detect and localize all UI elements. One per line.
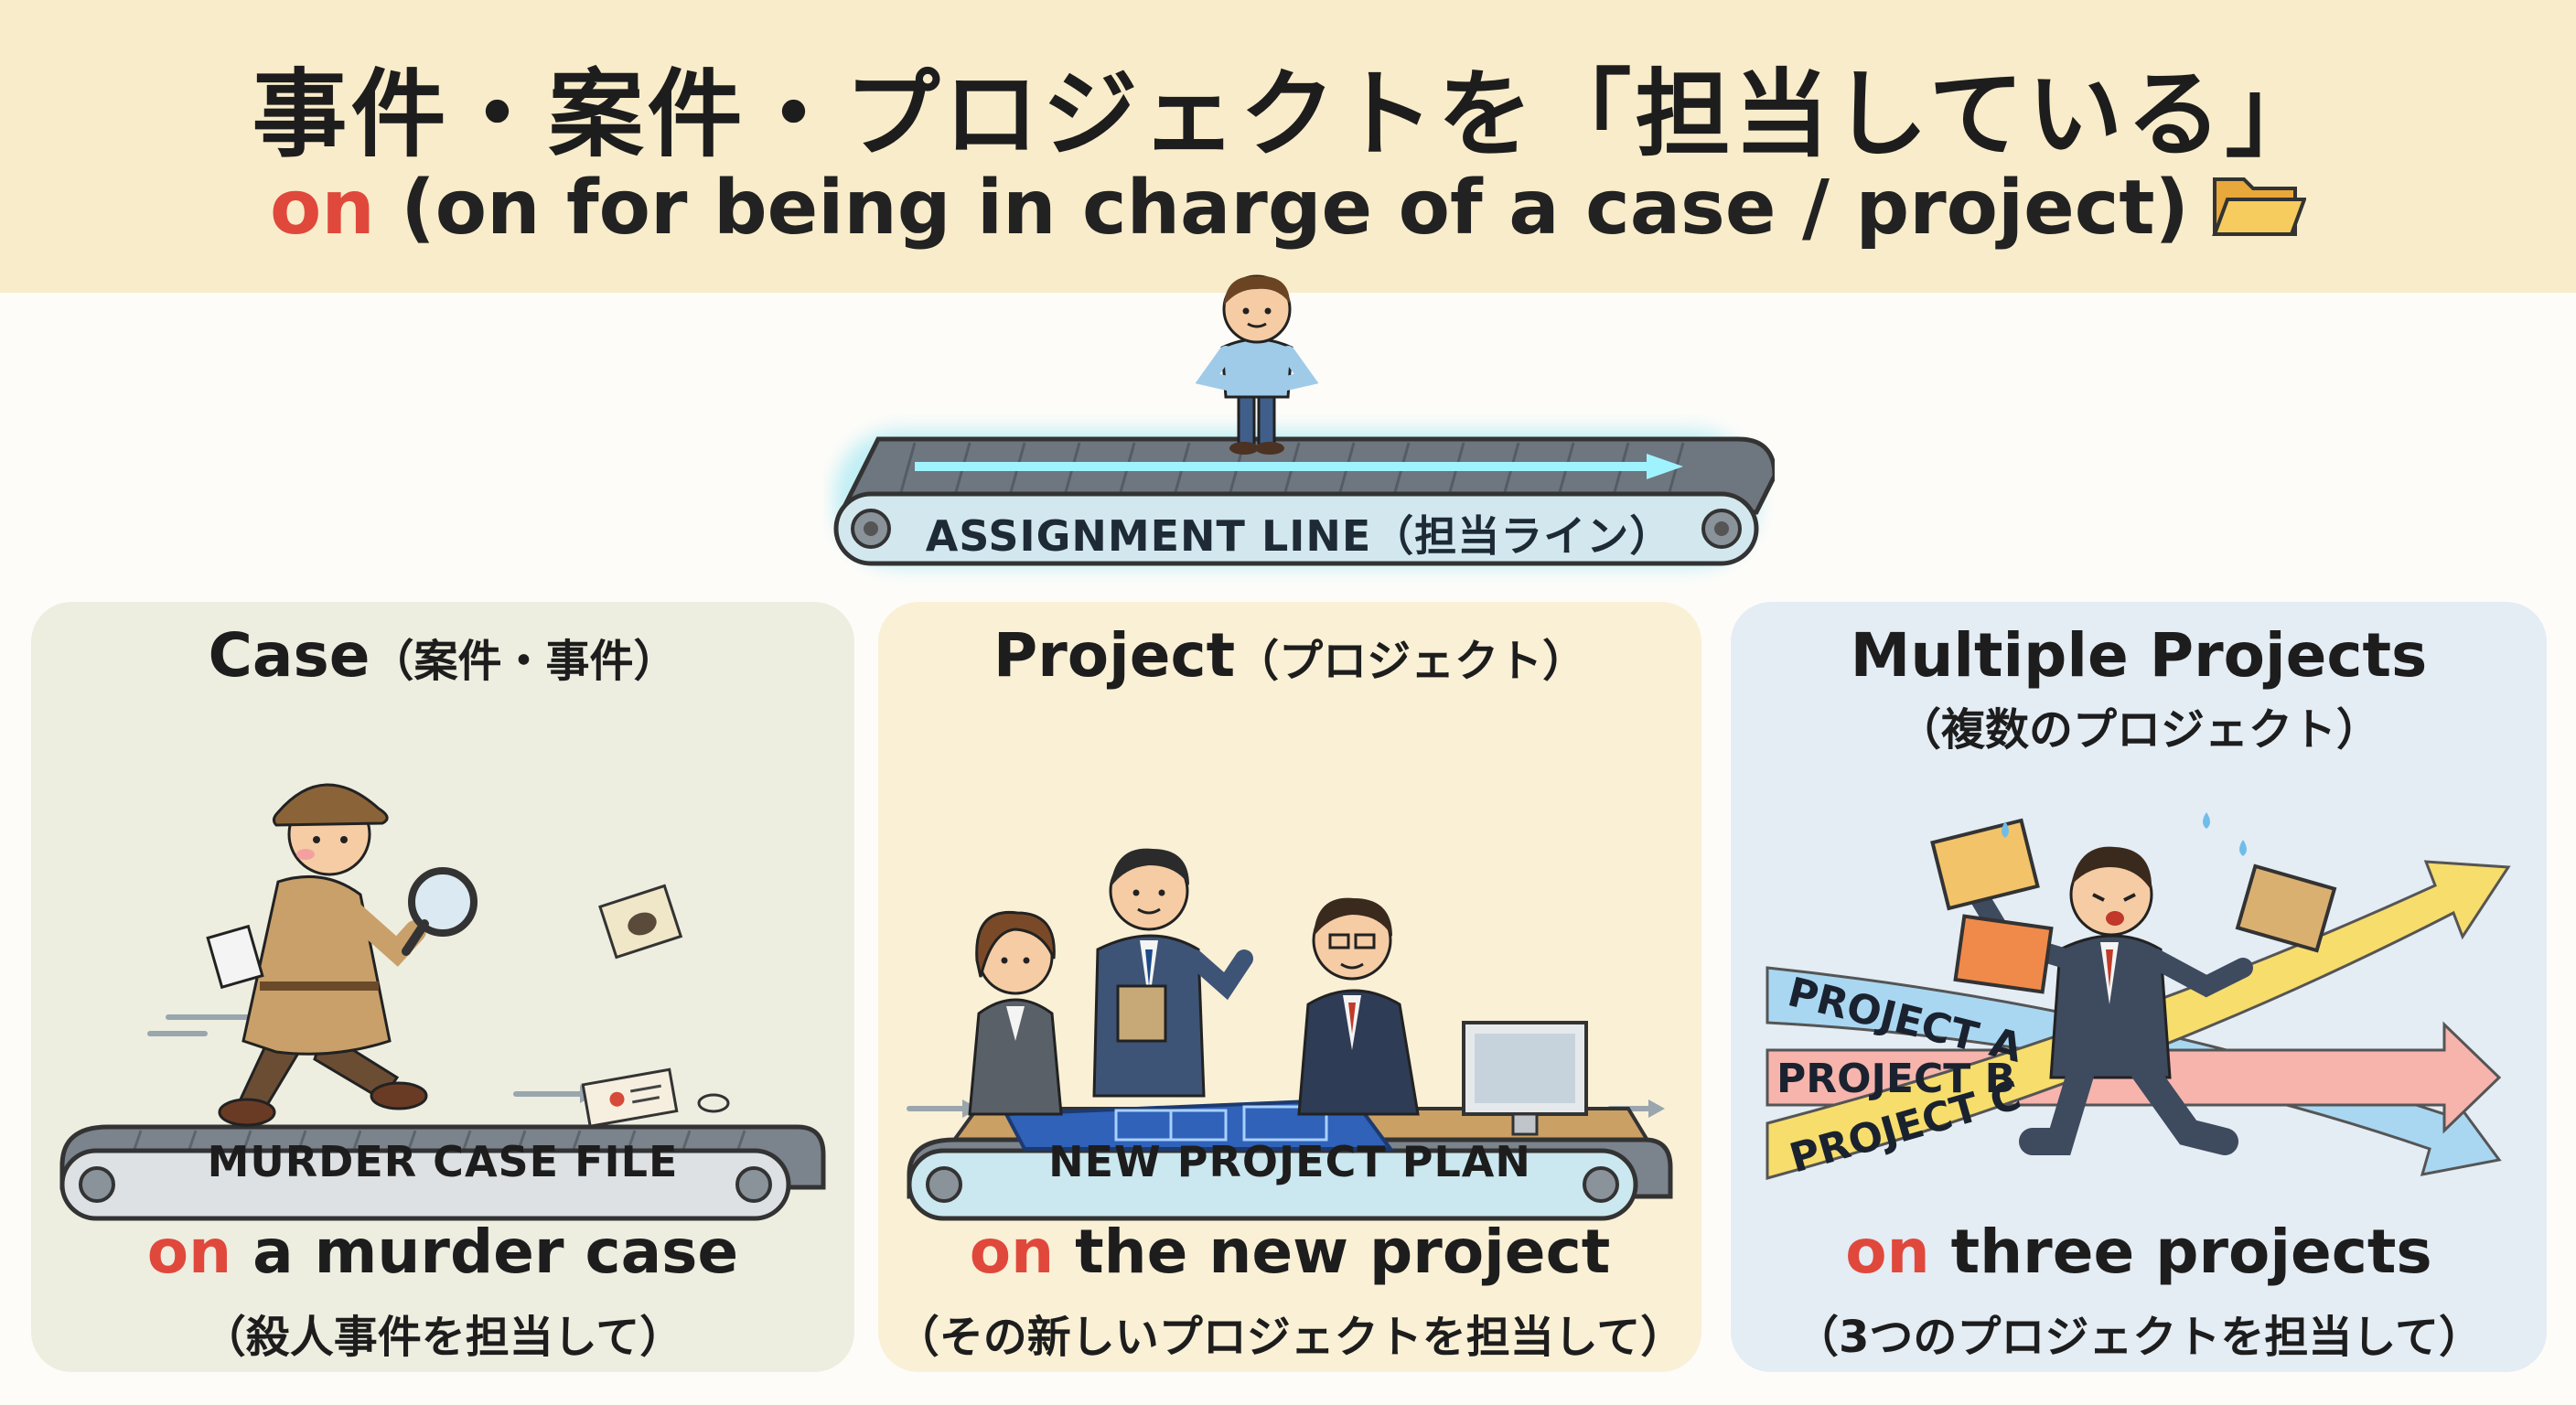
busy-man-figure [1968,846,2253,1155]
glasses-man-figure [1297,897,1420,1116]
case-jp-translation: （殺人事件を担当して） [201,1312,684,1363]
multi-panel-title: Multiple Projects [1850,620,2428,691]
subtitle-on-word: on [269,165,375,252]
multiple-projects-illustration: PROJECT A PROJECT B PROJECT C [1731,730,2547,1228]
case-on-word: on [146,1217,232,1287]
subtitle-text: (on for being in charge of a case / proj… [374,165,2189,252]
open-folder-icon [2211,166,2307,260]
folder-icon-3 [2235,863,2337,953]
case-phrase: on a murder case [31,1217,854,1287]
case-title-en: Case [208,620,370,691]
assignment-line: ASSIGNMENT LINE（担当ライン） [823,274,1777,585]
page-subtitle: on (on for being in charge of a case / p… [0,165,2576,260]
folder-icon-2 [1953,914,2054,994]
multi-phrase: on three projects [1731,1217,2547,1287]
presenter-figure [1092,848,1253,1098]
case-panel-title: Case（案件・事件） [31,620,854,691]
project-b-label: PROJECT B [1776,1056,2015,1102]
multi-panel-title-jp: （複数のプロジェクト） [1896,704,2380,756]
page-title: 事件・案件・プロジェクトを「担当している」 [252,59,2324,170]
multi-phrase-text: three projects [1929,1217,2432,1287]
header-banner [0,0,2576,293]
new-project-plan-label: NEW PROJECT PLAN [1048,1137,1531,1186]
manager-figure [1195,274,1319,455]
project-jp-translation: （その新しいプロジェクトを担当して） [895,1312,1685,1363]
project-phrase: on the new project [878,1217,1701,1287]
folder-icon [1930,818,2040,911]
woman-figure [968,910,1063,1116]
multi-on-word: on [1845,1217,1930,1287]
detective-illustration [31,712,854,1228]
project-panel: Project（プロジェクト） [878,602,1701,1372]
team-meeting-illustration [878,712,1701,1228]
project-panel-title: Project（プロジェクト） [878,620,1701,691]
detective-figure [206,783,478,1127]
assignment-line-label: ASSIGNMENT LINE（担当ライン） [925,511,1673,561]
project-phrase-text: the new project [1054,1217,1611,1287]
murder-case-file-label: MURDER CASE FILE [207,1137,679,1186]
project-on-word: on [969,1217,1055,1287]
case-phrase-text: a murder case [231,1217,739,1287]
project-a-arrow [1766,966,2502,1176]
multi-jp-translation: （3つのプロジェクトを担当して） [1795,1312,2483,1363]
project-title-en: Project [993,620,1236,691]
case-panel: Case（案件・事件） [31,602,854,1372]
case-title-jp: （案件・事件） [370,636,678,687]
project-title-jp: （プロジェクト） [1235,636,1587,687]
multiple-projects-panel: Multiple Projects （複数のプロジェクト） PROJECT A … [1731,602,2547,1372]
